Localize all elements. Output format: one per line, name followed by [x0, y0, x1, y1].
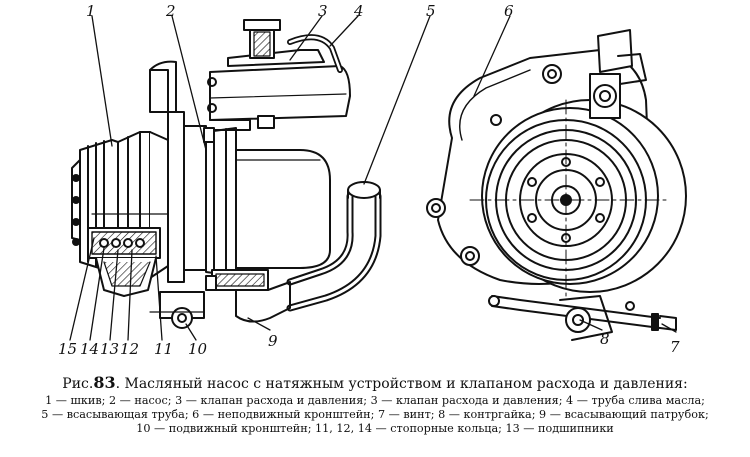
caption-figure-number: 83: [93, 373, 116, 392]
callout-13: 13: [100, 340, 119, 358]
pump-drawing: 1 2 3 4 5 6 7 8 9 10 11 12 13 14 15: [58, 2, 687, 358]
front-view: [426, 29, 687, 341]
callout-labels: 1 2 3 4 5 6 7 8 9 10 11 12 13 14 15: [58, 2, 680, 358]
callout-3: 3: [318, 2, 328, 20]
callout-15: 15: [58, 340, 77, 358]
caption-title-line: Рис.83. Масляный насос с натяжным устрой…: [0, 373, 750, 394]
suction-fitting: [149, 269, 291, 329]
hub-section: [87, 213, 169, 297]
callout-14: 14: [80, 340, 99, 358]
callout-4: 4: [353, 2, 364, 20]
callout-8: 8: [600, 330, 610, 348]
callout-12: 12: [120, 340, 139, 358]
caption-prefix: Рис.: [62, 376, 94, 392]
callout-10: 10: [188, 340, 208, 358]
pump-body: [205, 127, 331, 277]
caption-legend-line-3: 10 — подвижный кронштейн; 11, 12, 14 — с…: [136, 422, 614, 435]
caption-legend-line-1: 1 — шкив; 2 — насос; 3 — клапан расхода …: [45, 394, 705, 407]
callout-7: 7: [670, 338, 680, 356]
callout-9: 9: [268, 332, 278, 350]
callout-6: 6: [504, 2, 514, 20]
caption-legend-line-2: 5 — всасывающая труба; 6 — неподвижный к…: [41, 408, 709, 421]
caption-title: . Масляный насос с натяжным устройством …: [115, 376, 688, 392]
suction-tube: [286, 181, 382, 312]
callout-11: 11: [154, 340, 173, 358]
callout-2: 2: [165, 2, 176, 20]
figure-caption: Рис.83. Масляный насос с натяжным устрой…: [0, 373, 750, 436]
callout-1: 1: [86, 2, 96, 20]
valve-housing: [209, 19, 351, 131]
leader-lines: [69, 15, 677, 341]
side-view: [71, 19, 382, 329]
callout-5: 5: [426, 2, 436, 20]
